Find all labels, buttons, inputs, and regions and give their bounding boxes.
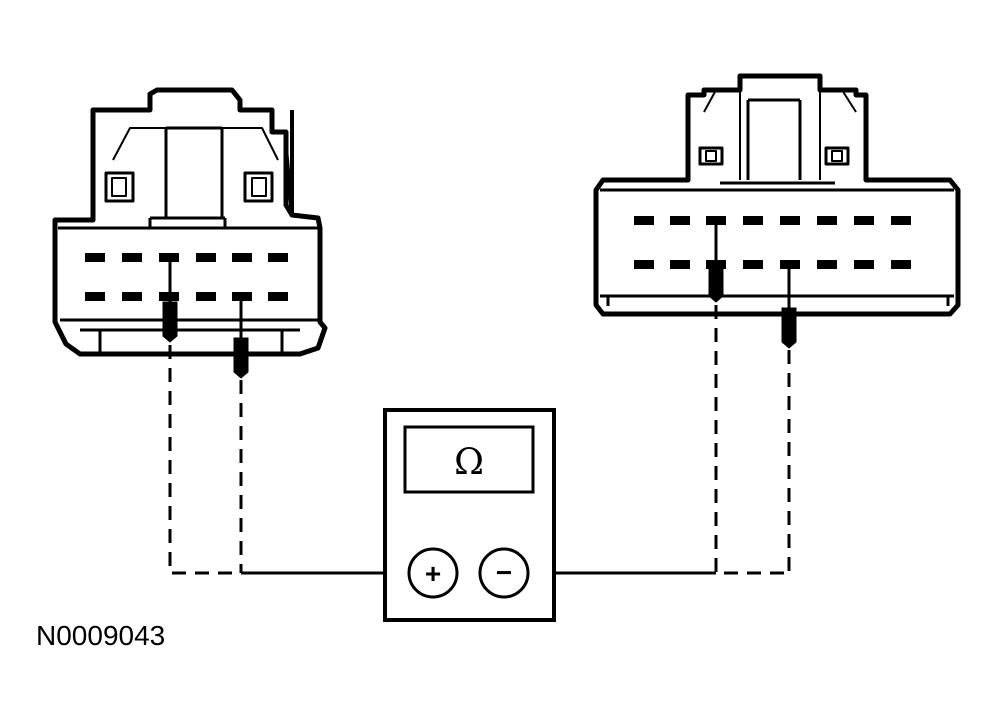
positive-terminal-label: + [425,558,441,589]
left-connector [52,87,328,357]
meter-display [403,425,535,494]
negative-terminal[interactable] [478,547,530,599]
left-connector-housing [52,87,328,357]
right-connector [593,73,961,317]
left-probes [162,258,249,379]
right-connector-housing [593,73,961,317]
test-leads [168,305,791,575]
figure-id: N0009043 [36,620,166,651]
left-dashed-lead [168,345,241,575]
negative-terminal-label: − [496,557,512,588]
right-probes [708,220,797,349]
ohm-symbol: Ω [454,442,484,483]
right-dashed-lead [714,305,789,575]
positive-terminal[interactable] [407,547,459,599]
ohmmeter: Ω + − [383,408,556,622]
